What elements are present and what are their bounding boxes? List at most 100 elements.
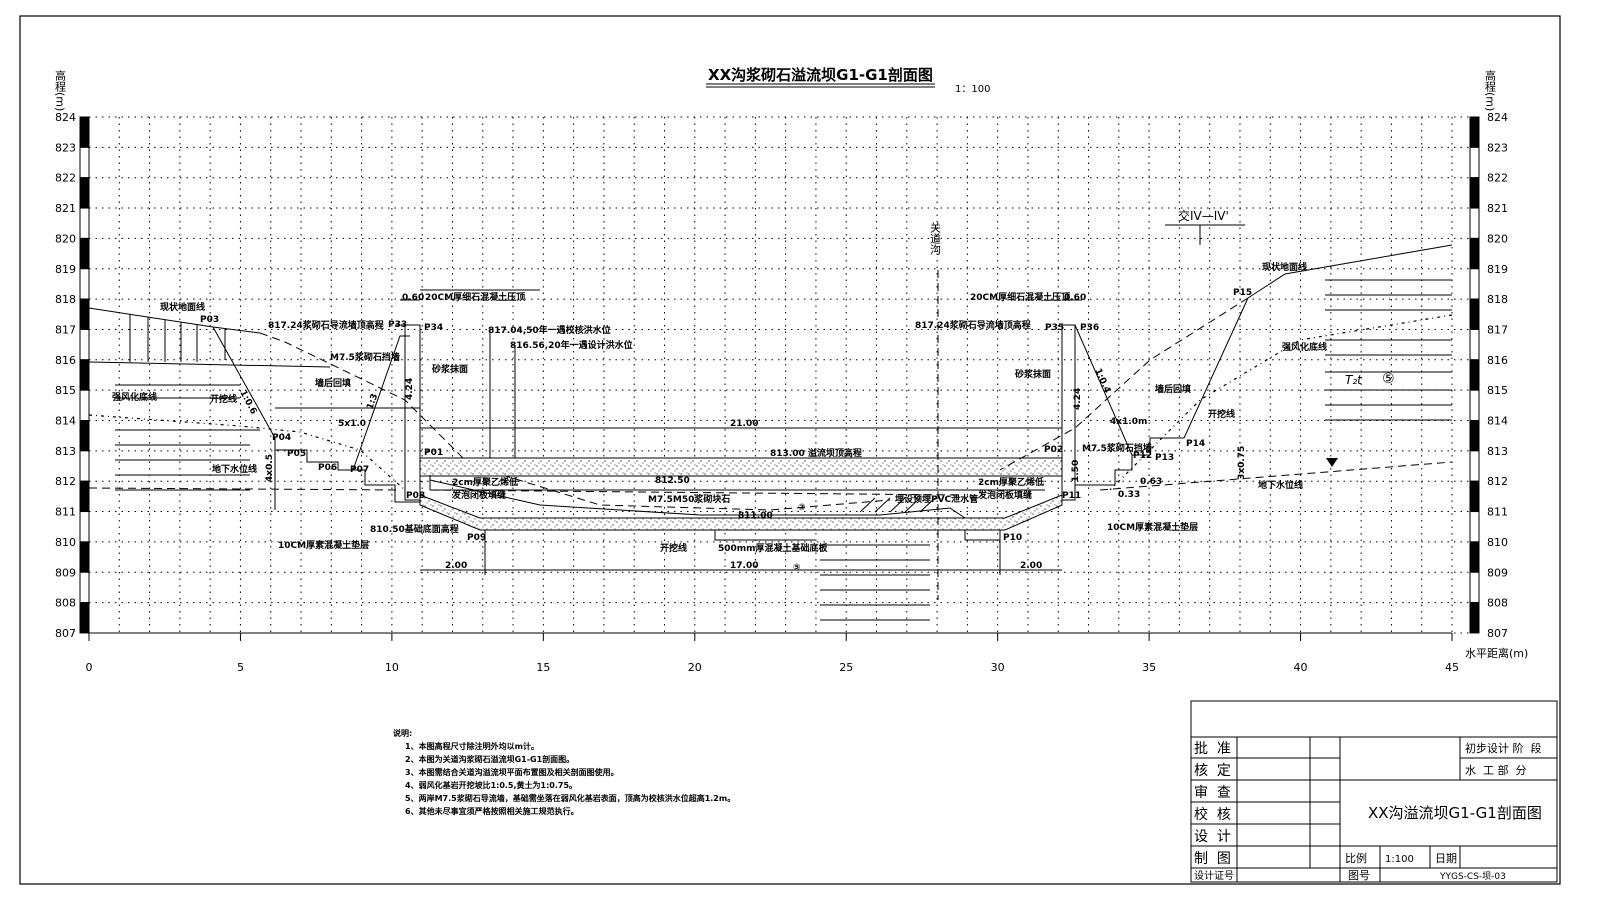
label-cap-note-right: 20CM厚细石混凝土压顶 bbox=[970, 291, 1070, 303]
elevation-scale-bar bbox=[1469, 207, 1480, 239]
label-height-right: 4.24 bbox=[1073, 388, 1083, 410]
elevation-tick-label: 808 bbox=[1487, 597, 1508, 610]
elevation-tick-label: 819 bbox=[55, 263, 76, 276]
title-block-text: 批 准 核 定 审 查 校 核 设 计 制 图 设计证号 初步设计 阶 段 水 … bbox=[1194, 741, 1542, 882]
label-p03: P03 bbox=[200, 315, 219, 325]
elevation-scale-bar bbox=[1469, 571, 1480, 604]
elevation-tick-label: 809 bbox=[1487, 566, 1508, 579]
distance-tick-label: 35 bbox=[1142, 661, 1156, 674]
label-p34: P34 bbox=[424, 323, 443, 333]
elevation-scale-bar bbox=[79, 602, 90, 634]
label-p14: P14 bbox=[1186, 439, 1205, 449]
slope-line-right bbox=[1074, 324, 1133, 456]
x-axis-label: 水平距离(m) bbox=[1465, 646, 1528, 660]
date-label: 日期 bbox=[1435, 852, 1457, 865]
label-wall-left: M7.5浆砌石挡墙 bbox=[330, 351, 400, 363]
elevation-scale-bar bbox=[1469, 602, 1480, 634]
elevation-tick-label: 817 bbox=[1487, 323, 1508, 336]
label-el8125: 812.50 bbox=[655, 476, 690, 486]
retaining-wall-left bbox=[395, 324, 421, 501]
label-bed-left: 810.50基础底面高程 bbox=[370, 523, 459, 535]
note-4: 4、弱风化基岩开挖坡比1:0.5,黄土为1:0.75。 bbox=[405, 780, 577, 790]
label-board-left2: 发泡闭板填缝 bbox=[451, 489, 506, 501]
label-d063: 0.63 bbox=[1140, 477, 1162, 487]
label-dim-17: 17.00 bbox=[730, 561, 758, 571]
ground-line-right bbox=[1247, 244, 1453, 299]
elevation-scale-bar bbox=[1469, 116, 1480, 148]
label-groundwater-left: 地下水位线 bbox=[212, 463, 257, 475]
distance-tick-label: 40 bbox=[1294, 661, 1308, 674]
elevation-scale-bar bbox=[79, 177, 90, 209]
label-p11: P11 bbox=[1062, 491, 1081, 501]
stage: 初步设计 阶 段 bbox=[1465, 741, 1542, 755]
drawing-title: XX沟浆砌石溢流坝G1-G1剖面图 bbox=[708, 66, 933, 84]
label-p05: P05 bbox=[287, 449, 306, 459]
label-backfill-right: 墙后回填 bbox=[1155, 383, 1191, 395]
distance-tick-label: 30 bbox=[991, 661, 1005, 674]
elevation-tick-label: 823 bbox=[1487, 141, 1508, 154]
label-p08: P08 bbox=[406, 491, 425, 501]
elevation-scale-bar bbox=[1469, 420, 1480, 452]
retaining-wall-right bbox=[1061, 324, 1076, 501]
elevation-tick-label: 811 bbox=[55, 506, 76, 519]
label-cap-note-left: 20CM厚细石混凝土压顶 bbox=[425, 291, 525, 303]
elevation-tick-label: 813 bbox=[1487, 445, 1508, 458]
elevation-scale-bar bbox=[79, 298, 90, 330]
slope-line-left bbox=[352, 335, 410, 471]
grid bbox=[88, 116, 1470, 634]
label-el811: 811.00 bbox=[738, 511, 773, 521]
label-groundwater-right: 地下水位线 bbox=[1258, 479, 1303, 491]
label-p35: P35 bbox=[1045, 323, 1064, 333]
elevation-scale-bar bbox=[79, 450, 90, 482]
elevation-scale-bar bbox=[79, 571, 90, 604]
note-5: 5、两岸M7.5浆砌石导流墙，基础需坐落在弱风化基岩表面，顶高为校核洪水位超高1… bbox=[405, 793, 735, 803]
label-cushion-left: 10CM厚素混凝土垫层 bbox=[278, 539, 369, 551]
title-block bbox=[1190, 700, 1558, 883]
label-height-left: 4.24 bbox=[405, 378, 415, 400]
y-axis-label-right: 高程(m) bbox=[1484, 69, 1497, 112]
label-flood20: 816.56,20年一遇设计洪水位 bbox=[510, 339, 633, 351]
elevation-scale-bar bbox=[79, 480, 90, 513]
elevation-tick-label: 822 bbox=[1487, 172, 1508, 185]
label-t2t: T₂t bbox=[1345, 373, 1363, 387]
role-review: 审 查 bbox=[1194, 785, 1231, 801]
elevation-tick-label: 820 bbox=[55, 232, 76, 245]
label-step-left: 5x1.0 bbox=[338, 419, 366, 429]
role-check: 校 核 bbox=[1194, 806, 1231, 823]
label-step-right: 4x1.0m bbox=[1110, 417, 1147, 427]
elevation-tick-label: 813 bbox=[55, 445, 76, 458]
distance-tick-label: 20 bbox=[688, 661, 702, 674]
elevation-tick-label: 811 bbox=[1487, 506, 1508, 519]
label-p12: P12 bbox=[1133, 451, 1152, 461]
elevation-tick-label: 822 bbox=[55, 172, 76, 185]
label-dim-2-right: 2.00 bbox=[1020, 561, 1042, 571]
label-p04: P04 bbox=[272, 433, 291, 443]
elevation-tick-label: 823 bbox=[55, 141, 76, 154]
label-cap-left: 0.60 bbox=[402, 293, 424, 303]
elevation-scale-bar bbox=[79, 116, 90, 148]
role-draft: 制 图 bbox=[1194, 851, 1231, 867]
elevation-scale-bar bbox=[1469, 328, 1480, 361]
ground-hatch-left bbox=[129, 314, 226, 362]
dam-crest-slab bbox=[419, 457, 1063, 477]
ground-line-right-dashed bbox=[999, 297, 1249, 471]
elevation-tick-label: 821 bbox=[1487, 202, 1508, 215]
label-weathered-left: 强风化底线 bbox=[112, 391, 157, 403]
label-base-mid: 500mm厚混凝土基础底板 bbox=[718, 542, 829, 554]
elevation-tick-label: 821 bbox=[55, 202, 76, 215]
elevation-tick-label: 815 bbox=[1487, 384, 1508, 397]
elevation-scale-bar bbox=[79, 420, 90, 452]
elevation-scale-bar bbox=[79, 268, 90, 300]
label-cross: 交IV—IV' bbox=[1178, 208, 1229, 223]
elevation-tick-label: 809 bbox=[55, 566, 76, 579]
label-p10: P10 bbox=[1003, 533, 1022, 543]
elevation-scale-bar bbox=[79, 359, 90, 391]
elevation-tick-label: 810 bbox=[1487, 536, 1508, 549]
elevation-scale-bar bbox=[1469, 511, 1480, 543]
elevation-scale-bar bbox=[79, 207, 90, 239]
label-ground-right: 现状地面线 bbox=[1262, 261, 1307, 273]
elevation-tick-label: 812 bbox=[1487, 475, 1508, 488]
dam-base-slab bbox=[419, 494, 1063, 531]
elevation-tick-label: 816 bbox=[1487, 354, 1508, 367]
